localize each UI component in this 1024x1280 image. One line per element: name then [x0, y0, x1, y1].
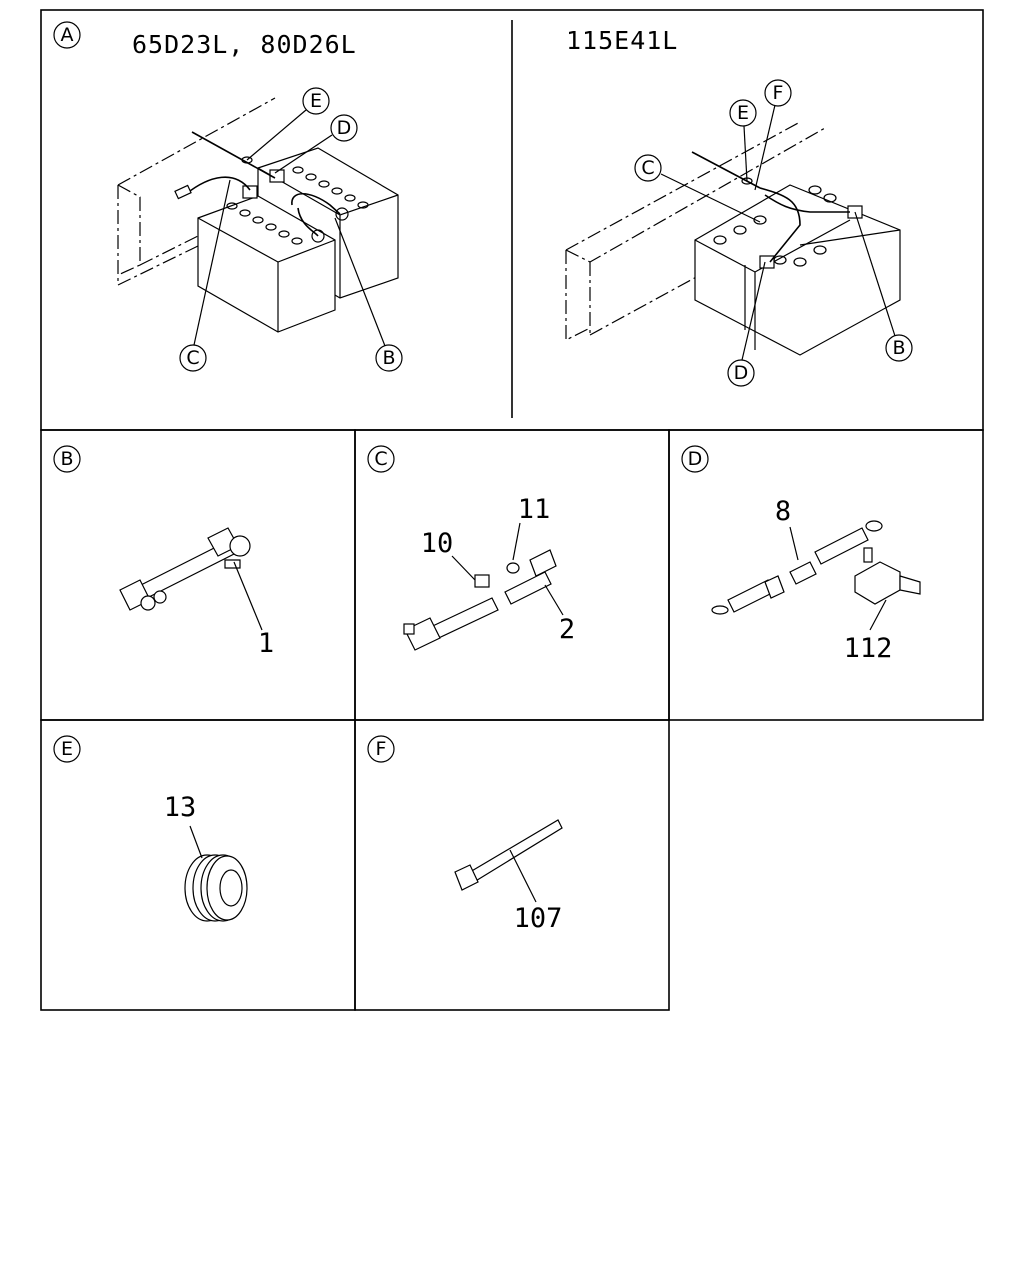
- grommet-drawing: [184, 825, 248, 922]
- svg-text:C: C: [186, 347, 199, 369]
- svg-text:B: B: [60, 448, 73, 470]
- svg-text:A: A: [61, 24, 74, 46]
- panel-a-right-title: 115E41L: [566, 26, 678, 55]
- left-callout-c: C: [179, 344, 207, 372]
- left-callout-d: D: [330, 114, 358, 142]
- left-battery-drawing: [117, 97, 399, 347]
- part-label-11: 11: [518, 494, 551, 525]
- cable-c-drawing: [403, 522, 564, 651]
- cable-d-drawing: [711, 520, 921, 631]
- panel-a-left-title: 65D23L, 80D26L: [132, 30, 357, 59]
- panel-e-marker: E: [53, 735, 81, 763]
- left-callout-e: E: [302, 87, 330, 115]
- part-label-10: 10: [421, 528, 454, 559]
- svg-text:C: C: [641, 157, 654, 179]
- svg-text:E: E: [310, 90, 322, 112]
- panel-frames: [40, 9, 984, 1011]
- right-callout-d: D: [727, 359, 755, 387]
- panel-e: E 13: [53, 735, 248, 922]
- svg-text:C: C: [374, 448, 387, 470]
- right-callout-b: B: [885, 334, 913, 362]
- panel-b-marker: B: [53, 445, 81, 473]
- part-label-112: 112: [844, 633, 893, 664]
- panel-b: B 1: [53, 445, 274, 659]
- panel-a-marker: A: [53, 21, 81, 49]
- panel-f: F 107: [367, 735, 563, 934]
- svg-text:D: D: [688, 448, 703, 470]
- svg-text:D: D: [337, 117, 352, 139]
- right-callout-f: F: [764, 79, 792, 107]
- panel-d: D 8 112: [681, 445, 921, 664]
- svg-text:D: D: [734, 362, 749, 384]
- panel-c: C 10 11 2: [367, 445, 575, 651]
- right-callout-c: C: [634, 154, 662, 182]
- part-label-1: 1: [258, 628, 274, 659]
- svg-text:B: B: [892, 337, 905, 359]
- panel-c-marker: C: [367, 445, 395, 473]
- cable-tie-drawing: [454, 819, 563, 903]
- svg-text:B: B: [382, 347, 395, 369]
- part-label-107: 107: [514, 903, 563, 934]
- panel-a: A 65D23L, 80D26L 115E41L: [53, 21, 913, 387]
- part-label-8: 8: [775, 496, 791, 527]
- svg-text:E: E: [61, 738, 73, 760]
- part-label-2: 2: [559, 614, 575, 645]
- right-callout-e: E: [729, 99, 757, 127]
- svg-text:F: F: [376, 738, 387, 760]
- svg-text:E: E: [737, 102, 749, 124]
- panel-f-marker: F: [367, 735, 395, 763]
- part-label-13: 13: [164, 792, 197, 823]
- cable-b-drawing: [119, 527, 263, 631]
- right-battery-drawing: [565, 104, 901, 361]
- panel-d-marker: D: [681, 445, 709, 473]
- svg-text:F: F: [773, 82, 784, 104]
- left-callout-b: B: [375, 344, 403, 372]
